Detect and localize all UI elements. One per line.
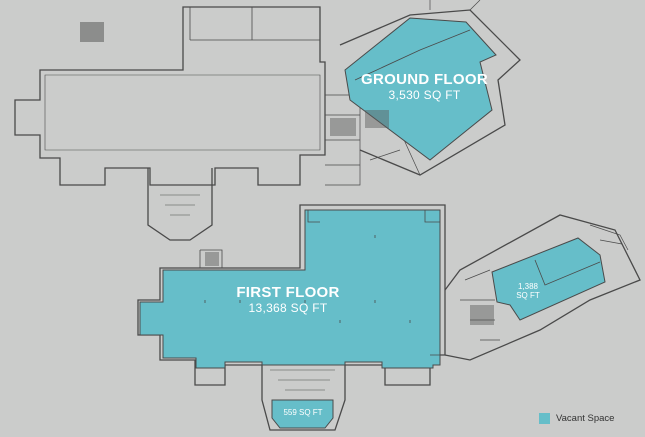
south-unit-area: 559 SQ FT [283, 408, 323, 417]
ground-floor-vacant-partition [354, 29, 471, 81]
first-floor-label: FIRST FLOOR 13,368 SQ FT [228, 284, 348, 315]
ground-floor-rotated-wing [339, 9, 521, 176]
first-floor-east-wing [444, 214, 641, 361]
legend: Vacant Space [539, 413, 614, 424]
south-unit-label: 559 SQ FT [272, 408, 334, 418]
first-floor-stair-fixture [205, 252, 219, 266]
east-unit-area-line1: 1,388 [517, 282, 539, 291]
first-floor-wc-fixtures [470, 305, 494, 325]
ground-floor-stair-block [147, 168, 213, 241]
ground-floor-top-wing [189, 7, 320, 41]
first-floor-vacant-area [139, 209, 441, 369]
ground-floor-stair-inner [155, 184, 205, 216]
teal-square-swatch-icon [539, 413, 550, 424]
first-floor-notches [163, 210, 445, 356]
ground-floor-main-outline [14, 6, 326, 186]
first-floor-east-wing-inner [460, 269, 500, 341]
first-floor-columns-grid [204, 235, 411, 323]
ground-floor-label: GROUND FLOOR 3,530 SQ FT [352, 71, 497, 102]
ground-floor-wc-fixtures [330, 118, 356, 136]
ground-floor-area: 3,530 SQ FT [388, 87, 461, 102]
ground-floor-vacant-area [344, 17, 497, 161]
first-floor-right-detail [589, 224, 629, 251]
ground-floor-small-rooms [369, 0, 481, 176]
east-unit-partition [534, 259, 601, 286]
east-vacant-unit [491, 237, 606, 321]
east-unit-label: 1,388 SQ FT [508, 282, 548, 301]
legend-label: Vacant Space [556, 413, 615, 424]
ground-floor-name: GROUND FLOOR [361, 71, 488, 88]
first-floor-south-stair [270, 369, 335, 391]
south-vacant-unit [271, 399, 334, 429]
first-floor-area: 13,368 SQ FT [248, 300, 328, 315]
ground-floor-wc-fixtures-2 [365, 110, 389, 128]
ground-floor-desk-cluster [80, 22, 104, 42]
ground-floor-inner-wall [44, 74, 321, 151]
east-unit-area-line2: SQ FT [516, 290, 540, 300]
first-floor-name: FIRST FLOOR [236, 284, 340, 301]
ground-floor-corridor [325, 94, 361, 186]
first-floor-top-stair [199, 249, 223, 268]
